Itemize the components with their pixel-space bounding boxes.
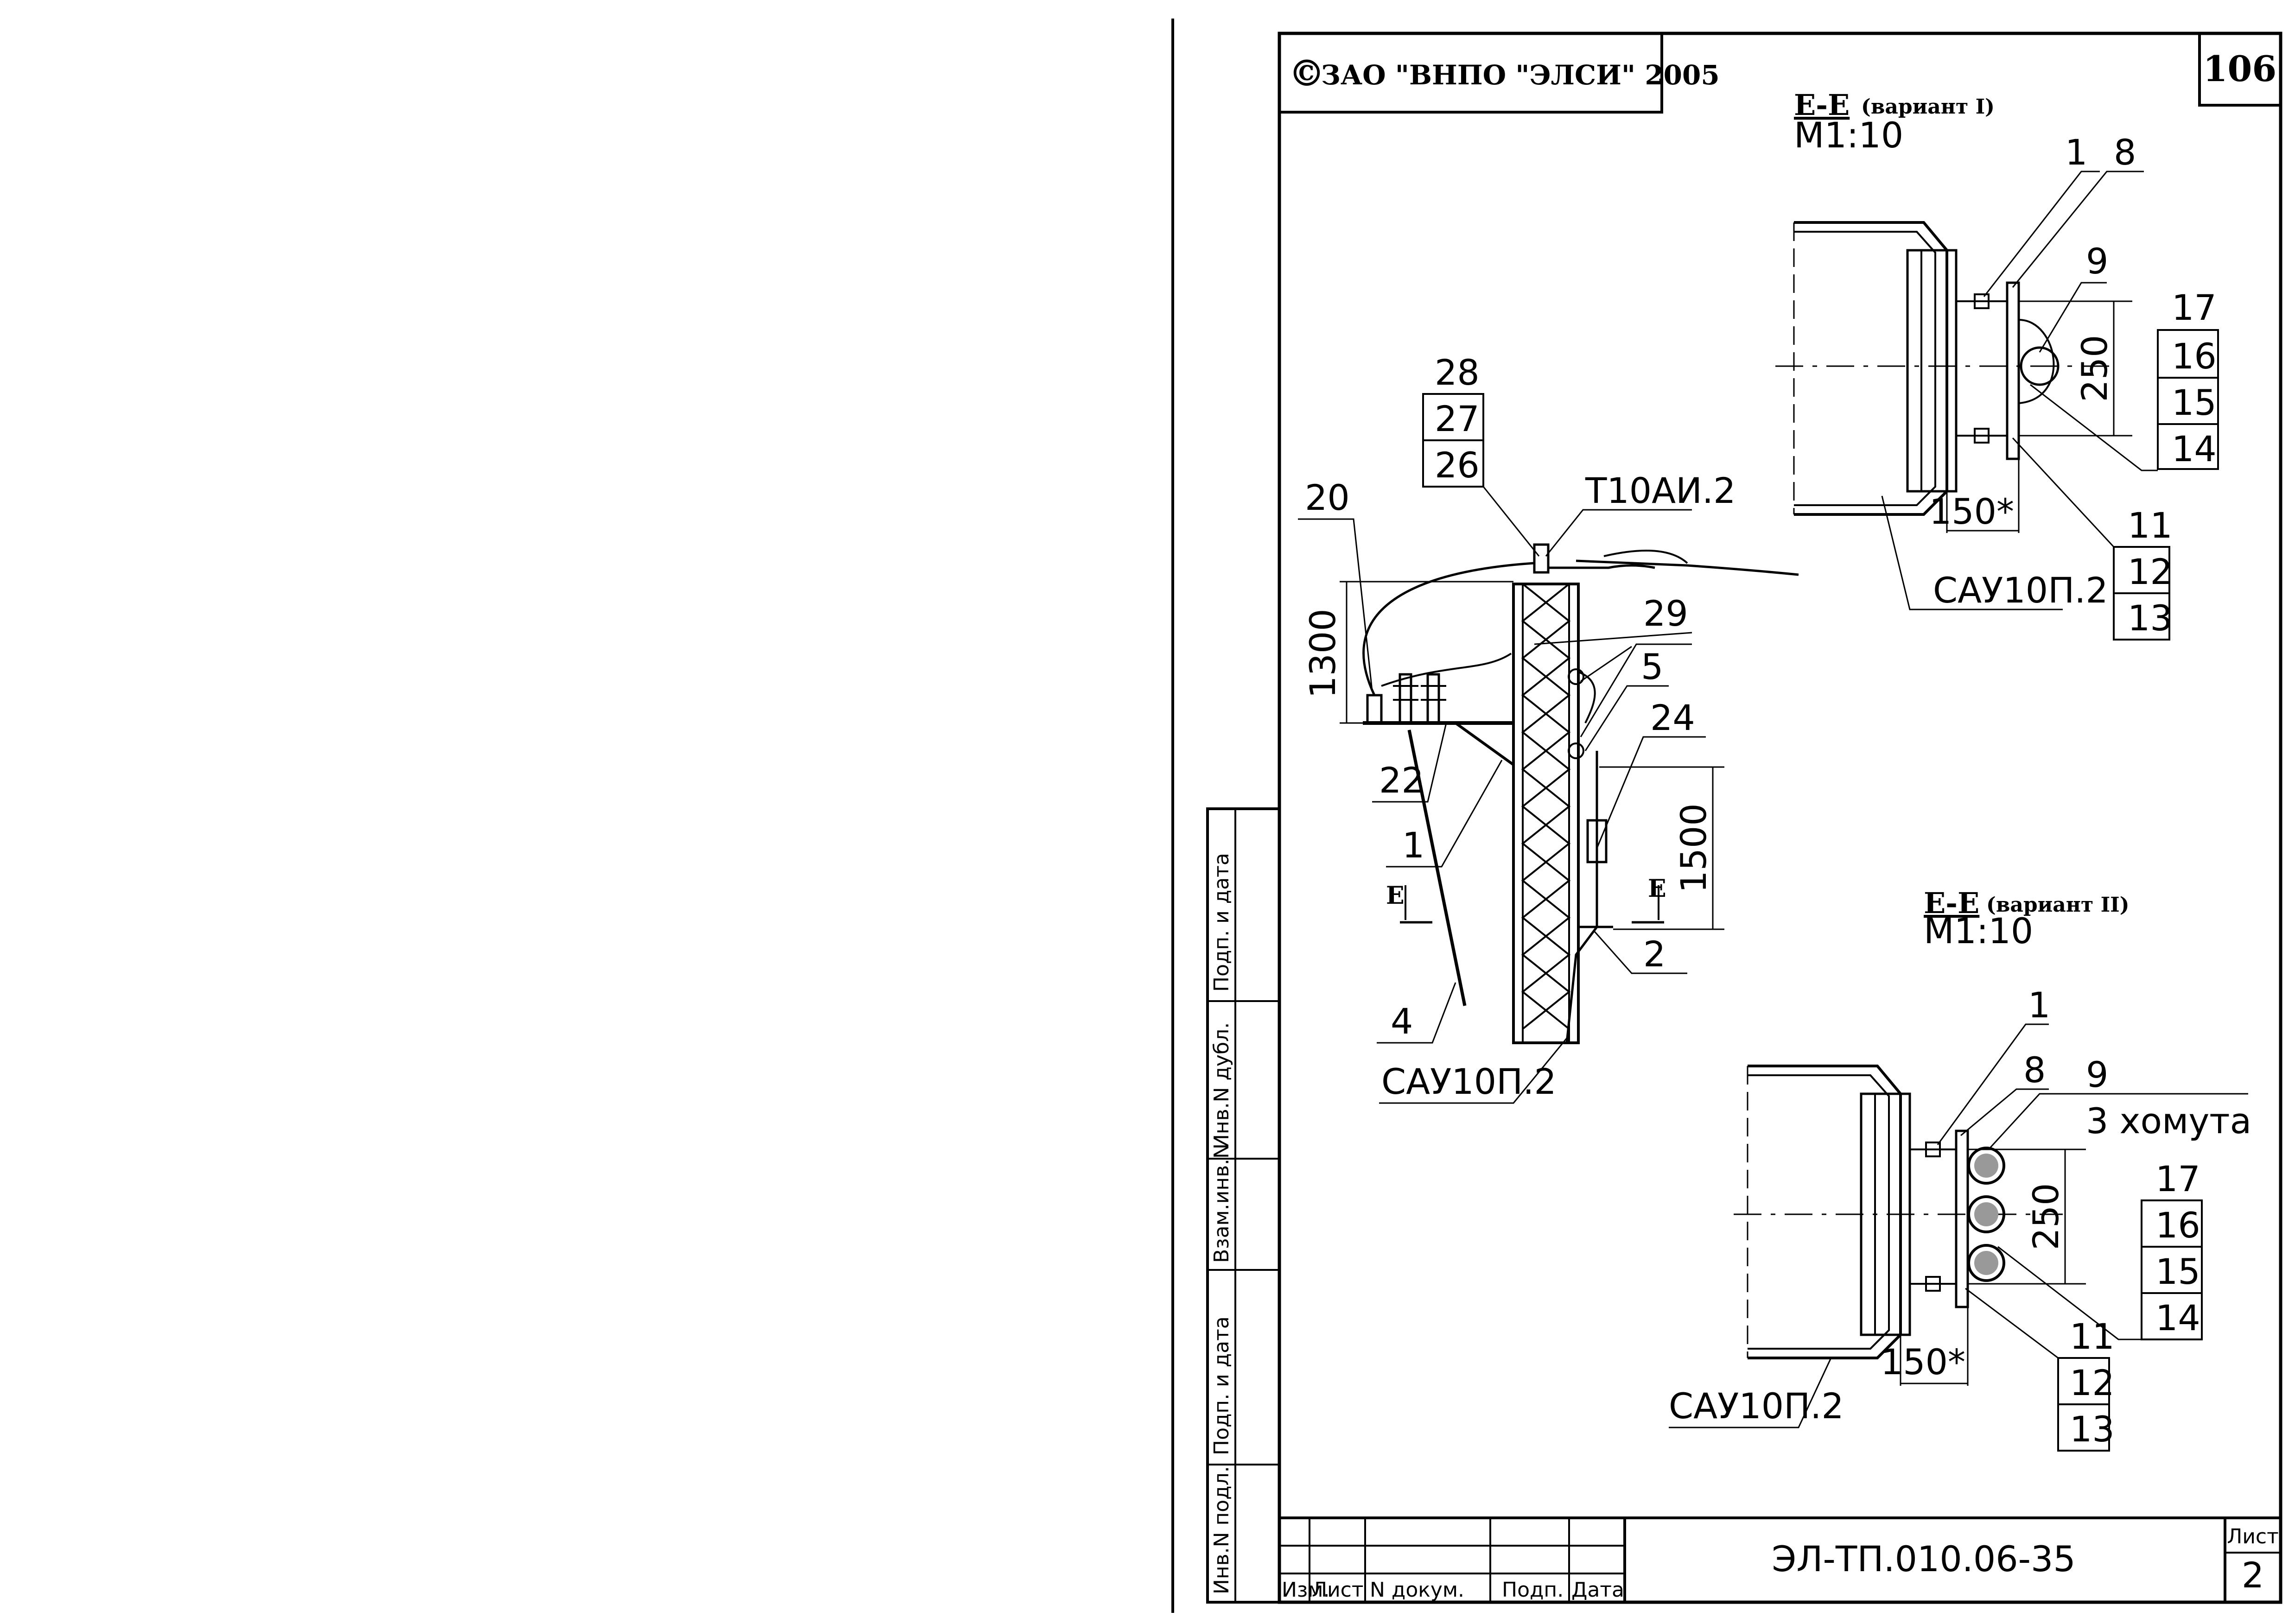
side-stamp: Инв.N подл. Подп. и дата Взам.инв.N Инв.…: [1206, 807, 1281, 1604]
section-1-label-17: 17: [2172, 287, 2217, 328]
col-list: Лист: [1312, 1578, 1364, 1602]
section-1-scale: М1:10: [1794, 114, 1903, 156]
label-4: 4: [1391, 1001, 1413, 1042]
insulator-label: Т10АИ.2: [1585, 470, 1736, 511]
section-2-label-11: 11: [2070, 1316, 2115, 1357]
stamp-podp-data-2: Подп. и дата: [1210, 853, 1233, 992]
stamp-inv-podl: Инв.N подл.: [1210, 1466, 1233, 1594]
section-1-label-15: 15: [2172, 382, 2217, 423]
page-number-box: 106: [2198, 32, 2282, 107]
section-1-label-1: 1: [2065, 132, 2087, 173]
section-2-title: Е-Е: [1924, 886, 1979, 920]
section-2-cable-label: САУ10П.2: [1669, 1385, 1844, 1427]
label-28: 28: [1435, 352, 1480, 393]
stamp-vzam-inv: Взам.инв.N: [1210, 1143, 1233, 1263]
section-mark-right: Е: [1648, 875, 1666, 903]
sheet-number: 2: [2242, 1554, 2264, 1596]
col-izm: Изм.: [1282, 1578, 1330, 1602]
section-1-dim-150: 150*: [1929, 491, 2014, 532]
section-1-label-14: 14: [2172, 428, 2217, 469]
section-2-label-15: 15: [2155, 1251, 2200, 1292]
dim-1500: 1500: [1673, 803, 1714, 893]
stamp-podp-data-1: Подп. и дата: [1210, 1316, 1233, 1455]
section-1-label-13: 13: [2128, 597, 2173, 639]
section-2-label-12: 12: [2070, 1362, 2115, 1403]
section-1-label-8: 8: [2114, 132, 2136, 173]
section-variant-2: Е-Е (вариант II) М1:10 250 150* 1 8: [1669, 886, 2251, 1452]
section-2-label-9: 9: [2086, 1054, 2108, 1095]
col-podp: Подп.: [1502, 1578, 1564, 1602]
section-variant-1: Е-Е (вариант I) М1:10 250 150* 1 8 9: [1775, 88, 2219, 641]
copyright-box: © ЗАО "ВНПО "ЭЛСИ" 2005: [1278, 32, 1720, 114]
section-2-label-17: 17: [2155, 1158, 2200, 1199]
section-2-label-14: 14: [2155, 1297, 2200, 1339]
stamp-inv-dubl: Инв.N дубл.: [1210, 1022, 1233, 1149]
label-22: 22: [1379, 760, 1424, 801]
section-1-label-16: 16: [2172, 336, 2217, 377]
label-1: 1: [1402, 825, 1424, 866]
section-1-dim-250: 250: [2074, 335, 2115, 402]
section-mark-left: Е: [1386, 882, 1405, 910]
main-cable-label: САУ10П.2: [1381, 1061, 1557, 1102]
label-20: 20: [1305, 477, 1350, 518]
section-1-variant: (вариант I): [1861, 95, 1995, 119]
label-29: 29: [1643, 593, 1688, 634]
section-2-label-1: 1: [2028, 984, 2050, 1026]
sheet-frame: [1278, 32, 2282, 1604]
label-27: 27: [1435, 398, 1480, 439]
section-1-title: Е-Е: [1794, 88, 1850, 122]
section-2-scale: М1:10: [1924, 910, 2033, 952]
section-2-label-8: 8: [2023, 1049, 2046, 1091]
section-1-label-11: 11: [2128, 505, 2173, 546]
copyright-text: ЗАО "ВНПО "ЭЛСИ" 2005: [1321, 59, 1720, 91]
section-2-label-16: 16: [2155, 1205, 2200, 1246]
section-1-label-12: 12: [2128, 551, 2173, 592]
copyright-symbol: ©: [1289, 52, 1325, 95]
label-2: 2: [1643, 933, 1666, 975]
label-26: 26: [1435, 444, 1480, 486]
document-designation: ЭЛ-ТП.010.06-35: [1772, 1538, 2075, 1580]
main-elevation-view: 1300 1500 Е Е 28 27 26 Т10АИ.2 20 22 1: [1298, 352, 1799, 1104]
label-5: 5: [1641, 646, 1663, 687]
section-2-dim-250: 250: [2025, 1183, 2066, 1250]
section-2-variant: (вариант II): [1986, 893, 2130, 917]
col-data: Дата: [1571, 1578, 1624, 1602]
section-2-clamps: 3 хомута: [2086, 1100, 2251, 1142]
col-n-dokum: N докум.: [1370, 1578, 1464, 1602]
section-1-label-9: 9: [2086, 241, 2108, 282]
page-number: 106: [2203, 48, 2277, 89]
section-2-label-13: 13: [2070, 1408, 2115, 1450]
dim-1300: 1300: [1302, 609, 1343, 698]
title-block: Изм. Лист N докум. Подп. Дата ЭЛ-ТП.010.…: [1278, 1516, 2282, 1604]
section-1-cable-label: САУ10П.2: [1933, 570, 2108, 611]
section-2-dim-150: 150*: [1881, 1341, 1965, 1383]
sheet-label: Лист: [2227, 1525, 2279, 1548]
label-24: 24: [1650, 697, 1695, 738]
